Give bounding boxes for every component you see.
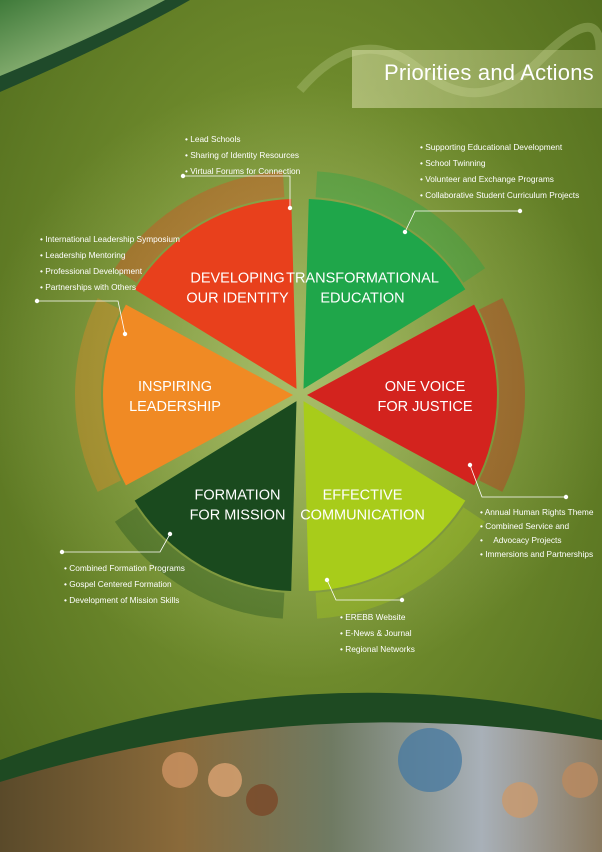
ring-mission <box>114 507 285 619</box>
segment-label-education: TRANSFORMATIONAL <box>286 271 439 287</box>
segment-label-mission: FOR MISSION <box>190 507 286 523</box>
leadership-actions: International Leadership Symposium Leade… <box>40 231 180 295</box>
wedge-leadership <box>103 304 293 486</box>
action-item: EREBB Website <box>340 609 415 625</box>
connector-dot <box>59 549 65 555</box>
connector-line <box>469 464 566 498</box>
connector-line <box>404 210 520 233</box>
segment-label-justice: ONE VOICE <box>385 379 466 395</box>
action-item: Volunteer and Exchange Programs <box>420 171 579 187</box>
connector-line <box>326 579 402 601</box>
connector-dot <box>517 208 523 214</box>
title-banner <box>352 50 602 108</box>
wedges <box>103 199 497 591</box>
action-item-continued: Advocacy Projects <box>493 535 562 545</box>
connector-dot <box>563 494 569 500</box>
action-item: Virtual Forums for Connection <box>185 163 300 179</box>
segment-label-identity: OUR IDENTITY <box>186 291 289 307</box>
action-item: School Twinning <box>420 155 579 171</box>
student-face <box>562 762 598 798</box>
page-title: Priorities and Actions <box>384 60 594 85</box>
communication-actions: EREBB Website E-News & Journal Regional … <box>340 609 415 657</box>
connector-dot <box>287 205 293 211</box>
segment-label-education: EDUCATION <box>320 291 404 307</box>
action-item: Partnerships with Others <box>40 279 180 295</box>
globe <box>398 728 462 792</box>
child-face <box>208 763 242 797</box>
student-face <box>502 782 538 818</box>
action-item: Lead Schools <box>185 131 300 147</box>
segment-label-identity: DEVELOPING <box>190 271 284 287</box>
connector-dot <box>167 531 173 537</box>
action-item: Combined Formation Programs <box>64 560 185 576</box>
action-item: Regional Networks <box>340 641 415 657</box>
child-face <box>246 784 278 816</box>
segment-label-mission: FORMATION <box>195 487 281 503</box>
action-item: Combined Service and <box>480 519 593 533</box>
ring-justice <box>479 298 526 492</box>
wedge-communication <box>303 401 466 591</box>
wedge-mission <box>134 401 297 591</box>
action-item: Leadership Mentoring <box>40 247 180 263</box>
ring-education <box>315 171 486 283</box>
ring-communication <box>315 507 486 619</box>
action-item: Annual Human Rights Theme <box>480 505 594 519</box>
connector-line <box>62 533 171 553</box>
ring-leadership <box>74 298 121 492</box>
connector-dot <box>399 597 405 603</box>
top-photo <box>0 0 165 76</box>
segment-label-communication: COMMUNICATION <box>300 507 425 523</box>
connector-line <box>37 300 126 335</box>
connector-dot <box>402 229 408 235</box>
child-face <box>162 752 198 788</box>
action-item: Sharing of Identity Resources <box>185 147 300 163</box>
action-item: Gospel Centered Formation <box>64 576 185 592</box>
identity-actions: Lead Schools Sharing of Identity Resourc… <box>185 131 300 179</box>
mission-actions: Combined Formation Programs Gospel Cente… <box>64 560 185 608</box>
action-item: E-News & Journal <box>340 625 415 641</box>
wedge-education <box>303 199 466 389</box>
education-actions: Supporting Educational Development Schoo… <box>420 139 579 203</box>
segment-label-leadership: INSPIRING <box>138 379 212 395</box>
segment-label-justice: FOR JUSTICE <box>377 399 472 415</box>
connector-dot <box>467 462 473 468</box>
action-item: Supporting Educational Development <box>420 139 579 155</box>
connector-dot <box>324 577 330 583</box>
segment-label-leadership: LEADERSHIP <box>129 399 221 415</box>
action-item: Development of Mission Skills <box>64 592 185 608</box>
wedge-justice <box>307 304 497 486</box>
justice-actions: Annual Human Rights Theme Combined Servi… <box>480 505 594 561</box>
action-item: Advocacy Projects <box>480 533 593 547</box>
action-item: Professional Development <box>40 263 180 279</box>
connector-dot <box>122 331 128 337</box>
action-item: Immersions and Partnerships <box>480 547 593 561</box>
segment-labels: DEVELOPING OUR IDENTITY TRANSFORMATIONAL ED… <box>129 271 473 524</box>
action-item: International Leadership Symposium <box>40 231 180 247</box>
segment-label-communication: EFFECTIVE <box>323 487 403 503</box>
connector-dot <box>34 298 40 304</box>
action-item: Collaborative Student Curriculum Project… <box>420 187 579 203</box>
